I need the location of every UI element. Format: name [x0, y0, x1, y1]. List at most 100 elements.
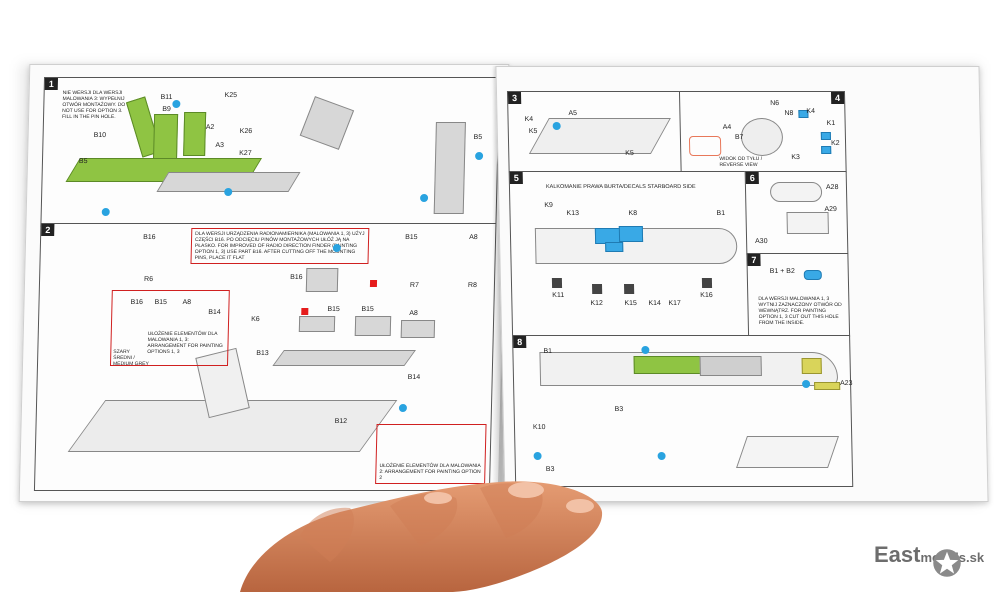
hand-holding-booklet [240, 481, 603, 592]
decal-swatch [624, 284, 635, 294]
decal-piece [821, 146, 832, 154]
step-number: 3 [507, 92, 522, 104]
part-label: K9 [544, 202, 553, 209]
callout-b [802, 380, 811, 388]
step-7-panel: 7 B1 + B2 DLA WERSJI MALOWANIA 1, 3 WYTN… [746, 253, 851, 337]
part-label: K2 [830, 140, 840, 147]
radio-shelf [272, 350, 416, 366]
part-label: K1 [826, 120, 836, 127]
part-label: B15 [361, 306, 374, 313]
reverse-view-note: WIDOK OD TYŁU / REVERSE VIEW [719, 156, 763, 168]
cockpit-assembly-green [633, 356, 706, 374]
step-1-panel: 1 NIE WERSJI DLA WERSJI MALOWANIA 3: WYP… [40, 77, 501, 227]
part-label: K10 [532, 424, 546, 431]
inset-label: A8 [182, 299, 192, 306]
canopy-frame [786, 212, 829, 234]
part-label: B15 [327, 306, 340, 313]
callout-e [533, 452, 542, 460]
armor-plate-part-2 [183, 112, 207, 156]
callout-c [641, 346, 650, 354]
reverse-view-part [688, 136, 722, 156]
step-number: 5 [509, 172, 523, 184]
part-label: K5 [625, 150, 634, 157]
part-label: K14 [648, 300, 661, 307]
part-label: K3 [791, 154, 800, 161]
step-7-note: DLA WERSJI MALOWANIA 1, 3 WYTNIJ ZAZNACZ… [758, 296, 842, 326]
part-label: A28 [825, 184, 839, 191]
part-label: A8 [409, 310, 418, 317]
part-label: A29 [824, 206, 837, 213]
decal-title: KALKOMANIE PRAWA BURTA/DECALS STARBOARD … [545, 184, 696, 190]
instrument-panel [740, 118, 784, 156]
instruction-page-left: 1 NIE WERSJI DLA WERSJI MALOWANIA 3: WYP… [18, 64, 510, 502]
inset-label: B16 [130, 299, 144, 306]
inset-label: B15 [154, 299, 168, 306]
part-label: A4 [722, 124, 732, 131]
part-label: K13 [566, 210, 580, 217]
step-3-panel: 3 K4 K5 A5 K5 [506, 91, 683, 173]
part-label: A8 [469, 234, 478, 241]
marker-red-square [369, 280, 378, 287]
inset-caption: UŁOŻENIE ELEMENTÓW DLA MALOWANIA 1, 3: A… [147, 331, 223, 355]
part-label: B1 [716, 210, 726, 217]
fingernail [424, 492, 452, 504]
yellow-part [801, 358, 822, 374]
part-label: B13 [256, 350, 269, 357]
part-label: K16 [700, 292, 713, 299]
step-number: 4 [830, 92, 845, 104]
inset-box-options-1-3: B16 B15 A8 B14 UŁOŻENIE ELEMENTÓW DLA MA… [109, 290, 230, 367]
part-label: B7 [734, 134, 744, 141]
fingernail [566, 499, 594, 513]
part-label: B3 [614, 406, 624, 413]
watermark-brand: East [874, 542, 921, 567]
part-label: K15 [624, 300, 637, 307]
step-5-panel: 5 KALKOMANIE PRAWA BURTA/DECALS STARBOAR… [508, 171, 751, 337]
instruction-page-right: 3 K4 K5 A5 K5 4 N6 N8 K4 K1 A4 B7 K2 K3 … [495, 66, 989, 502]
step-4-panel: 4 N6 N8 K4 K1 A4 B7 K2 K3 WIDOK OD TYŁU … [678, 91, 847, 173]
hand-palm [240, 481, 603, 592]
callout-b [657, 452, 666, 460]
marker-red-square [301, 308, 309, 315]
decal-group [605, 242, 624, 252]
finger-2 [390, 493, 458, 546]
part-label: K17 [668, 300, 681, 307]
part-label: N6 [770, 100, 780, 107]
callout-b [475, 152, 484, 160]
radio-box-a8 [400, 320, 436, 338]
part-label: K6 [251, 316, 260, 323]
tail-half [736, 436, 840, 468]
part-label: A23 [840, 380, 853, 387]
part-label: R6 [144, 276, 154, 283]
step-number: 6 [745, 172, 759, 184]
note-box: DLA WERSJI URZĄDZENIA RADIONAMIERNIKA (M… [190, 228, 370, 264]
part-label: B5 [78, 158, 88, 165]
decal-group [618, 226, 644, 242]
decal-swatch [551, 278, 563, 288]
part-label: R7 [409, 282, 419, 289]
step-2-panel: 2 DLA WERSJI URZĄDZENIA RADIONAMIERNIKA … [33, 223, 497, 491]
part-label: R8 [467, 282, 477, 289]
callout-a [552, 122, 561, 130]
part-label: B3 [545, 466, 555, 473]
part-label: B15 [405, 234, 418, 241]
step-6-panel: 6 A28 A29 A30 [744, 171, 849, 255]
star-icon [933, 549, 961, 577]
part-label: B16 [143, 234, 156, 241]
radio-box-b15 [298, 316, 336, 332]
step-number: 8 [513, 336, 527, 348]
watermark-logo: Eastmodels.sk [874, 542, 984, 568]
callout-e [101, 208, 110, 216]
yellow-part-a23 [814, 382, 841, 390]
bulkhead-part [433, 122, 466, 214]
part-label: B14 [407, 374, 421, 381]
callout-c [172, 100, 181, 108]
decal-swatch [592, 284, 603, 294]
step-number: 7 [747, 254, 761, 266]
part-label: B1 [543, 348, 553, 355]
part-label: N8 [784, 110, 794, 117]
part-label: K11 [552, 292, 565, 299]
radio-box-b15-b [354, 316, 392, 336]
canopy-part [769, 182, 823, 202]
part-label: B9 [162, 106, 171, 113]
finger-1 [300, 507, 354, 562]
